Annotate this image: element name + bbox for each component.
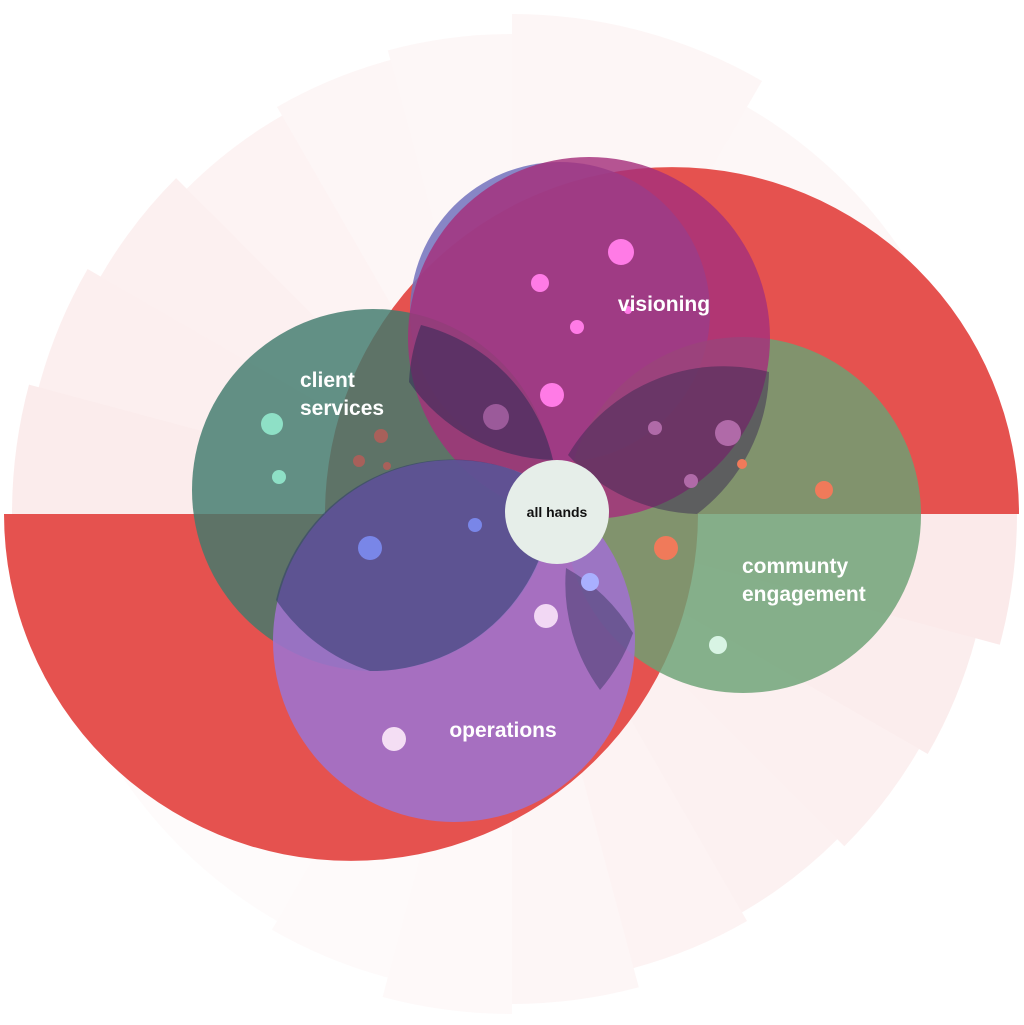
member-dot[interactable] (534, 604, 558, 628)
overlap-client-visioning (409, 325, 553, 460)
member-dot[interactable] (709, 636, 727, 654)
member-dot[interactable] (261, 413, 283, 435)
member-dot[interactable] (570, 320, 584, 334)
all-hands-hub[interactable] (505, 460, 609, 564)
visioning-label: visioning (618, 293, 710, 316)
member-dot[interactable] (654, 536, 678, 560)
member-dot[interactable] (608, 239, 634, 265)
overlap-client-operations (276, 459, 553, 672)
community-engagement-label-line1: communty (742, 555, 849, 578)
member-dot[interactable] (483, 404, 509, 430)
member-dot[interactable] (382, 727, 406, 751)
member-dot[interactable] (581, 573, 599, 591)
member-dot[interactable] (358, 536, 382, 560)
member-dot[interactable] (624, 306, 632, 314)
member-dot[interactable] (540, 383, 564, 407)
member-dot[interactable] (383, 462, 391, 470)
community-engagement-label-line2: engagement (742, 583, 866, 606)
member-dot[interactable] (531, 274, 549, 292)
client-services-label-line2: services (300, 397, 384, 420)
member-dot[interactable] (715, 420, 741, 446)
member-dot[interactable] (737, 459, 747, 469)
client-services-label-line1: client (300, 369, 355, 392)
member-dot[interactable] (684, 474, 698, 488)
member-dot[interactable] (272, 470, 286, 484)
overlap-operations-engagement (565, 568, 633, 690)
member-dot[interactable] (468, 518, 482, 532)
all-hands-label: all hands (527, 504, 588, 520)
member-dots (261, 239, 833, 751)
operations-label: operations (449, 719, 556, 742)
member-dot[interactable] (815, 481, 833, 499)
overlap-visioning-engagement (568, 366, 769, 514)
member-dot[interactable] (353, 455, 365, 467)
member-dot[interactable] (648, 421, 662, 435)
member-dot[interactable] (374, 429, 388, 443)
